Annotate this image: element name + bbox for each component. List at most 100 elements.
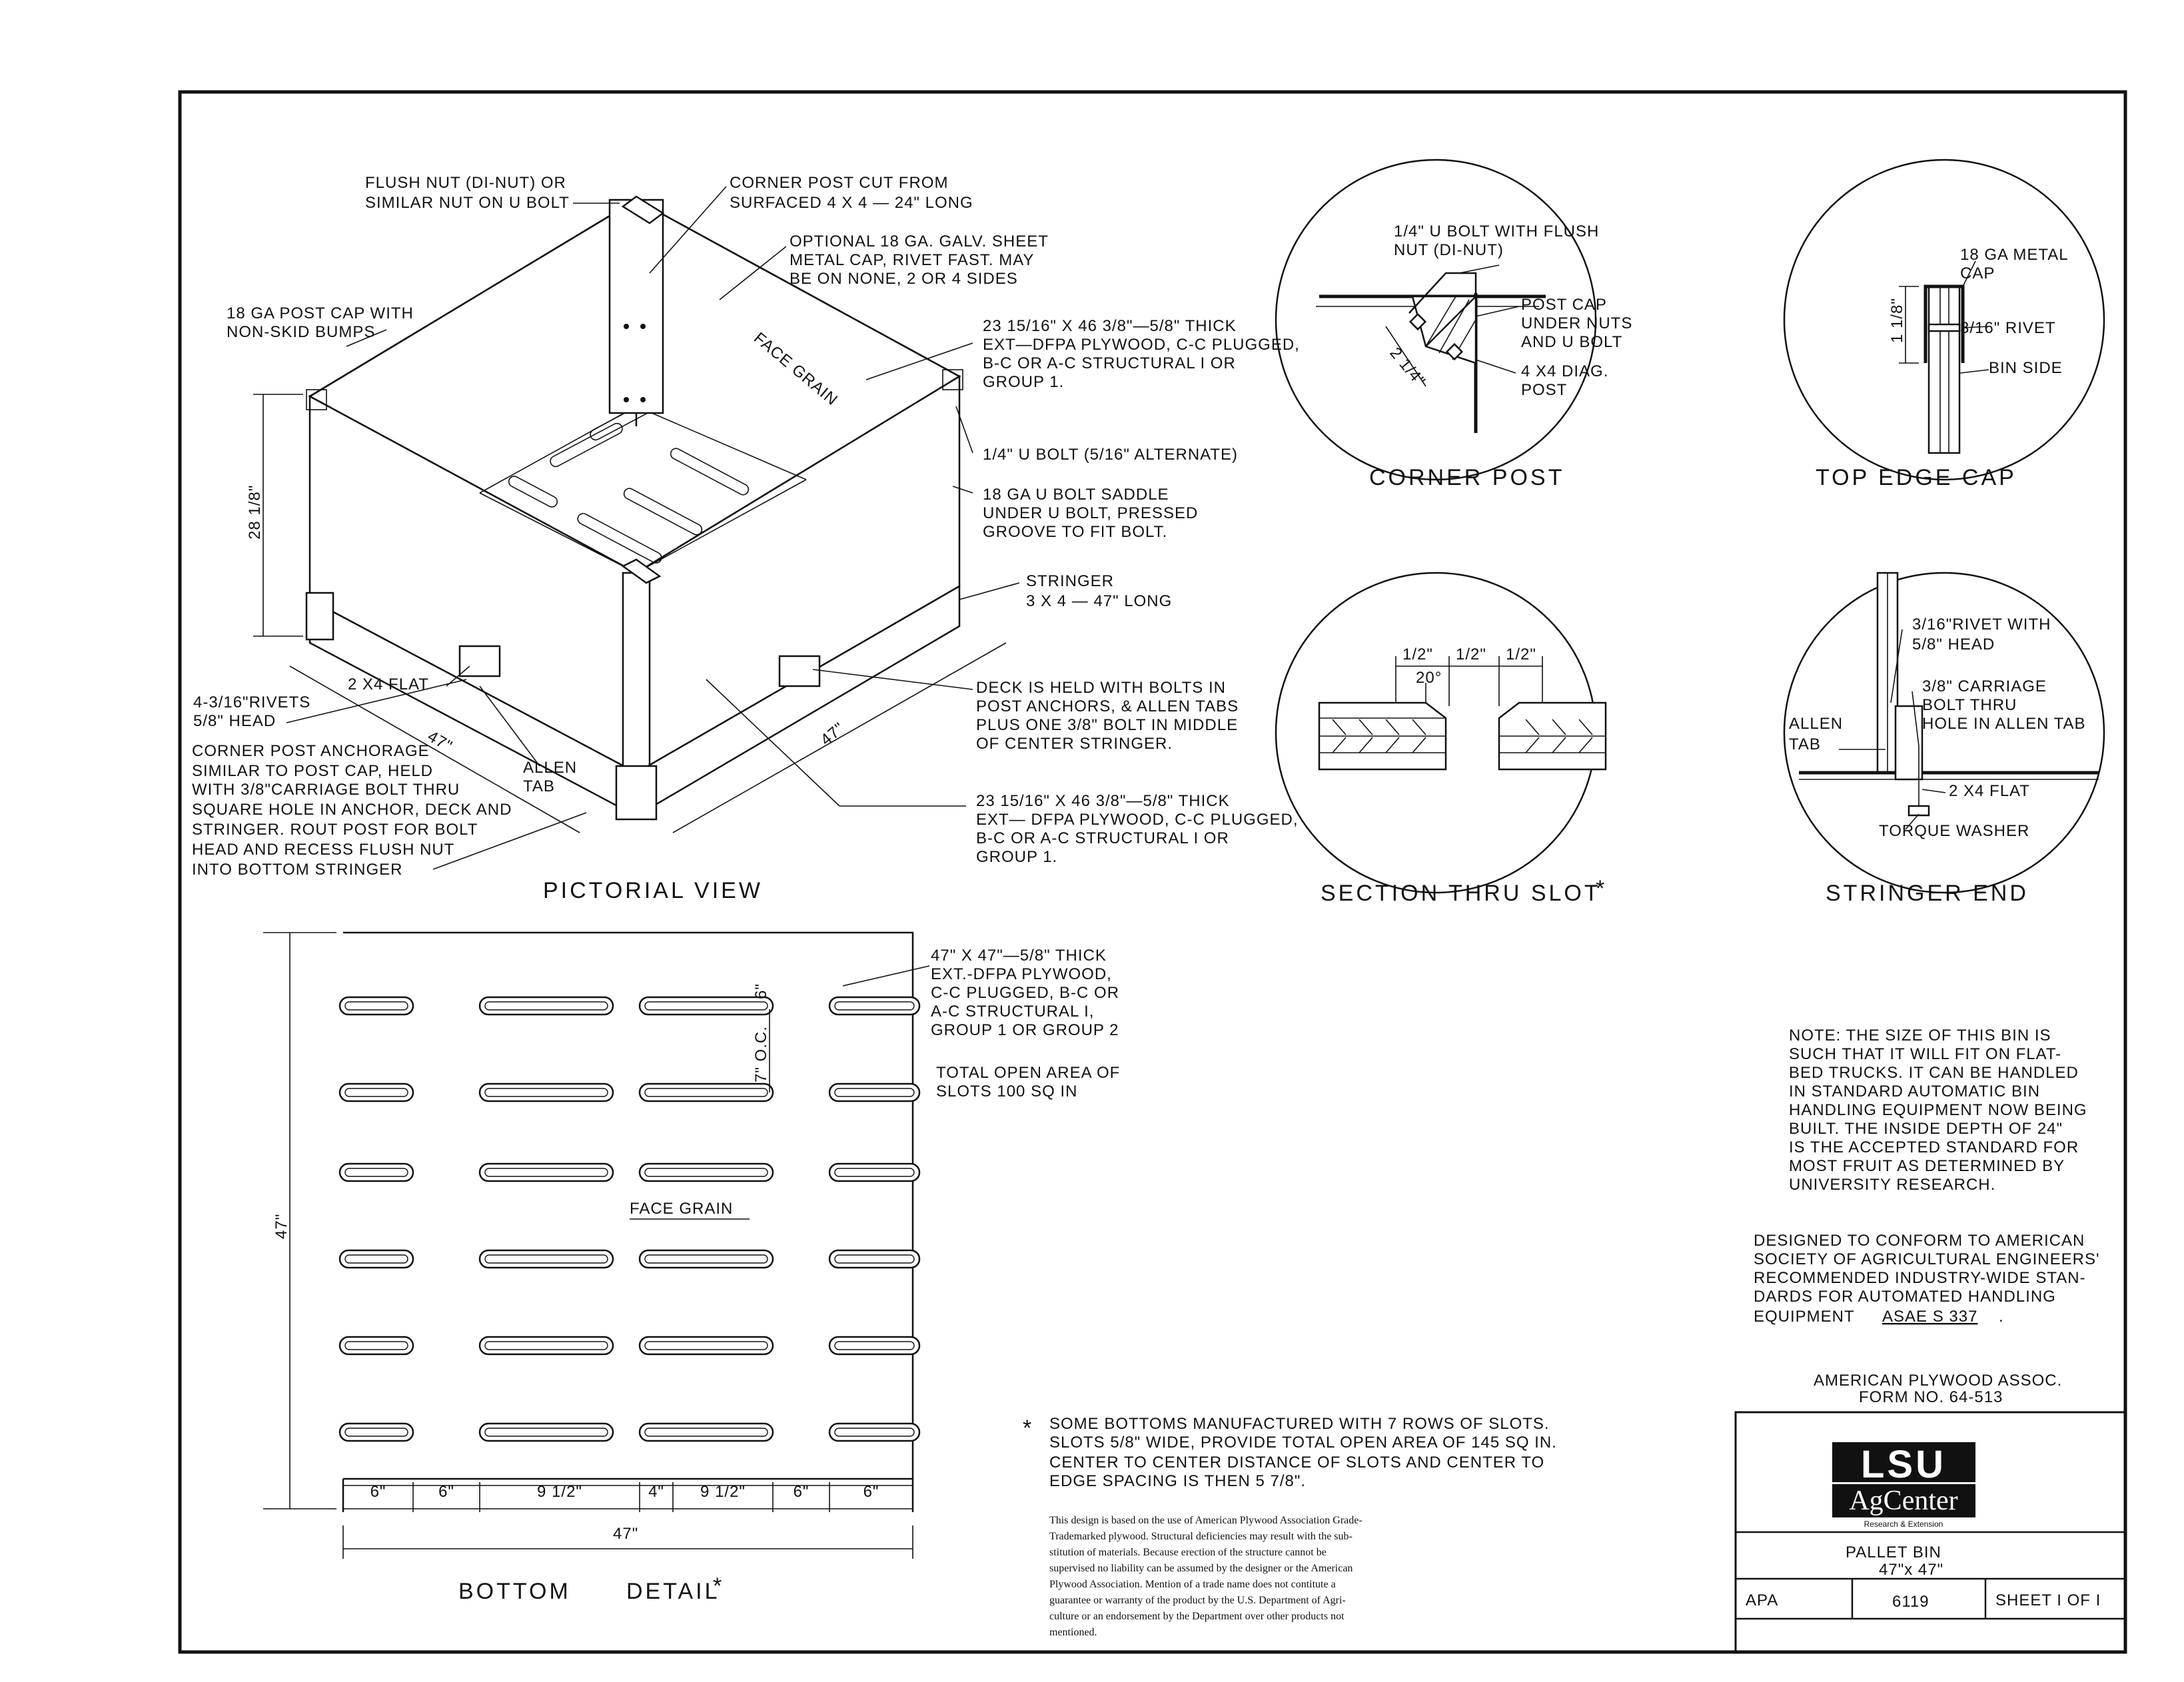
title-block-number: 6119 <box>1892 1593 1929 1611</box>
bottom-slot <box>828 1422 921 1442</box>
bottom-slot-inner <box>484 1254 608 1264</box>
bottom-slot <box>338 1082 414 1102</box>
bottom-slot-inner <box>484 1168 608 1177</box>
apa-form: AMERICAN PLYWOOD ASSOC. FORM NO. 64-513 <box>1814 1372 2067 1406</box>
bottom-slot-inner <box>344 1341 408 1350</box>
bottom-slot-inner <box>344 1168 408 1177</box>
slot-dim-2: 1/2" <box>1456 645 1486 663</box>
stringer-end-title: STRINGER END <box>1826 881 2029 906</box>
svg-text:Research & Extension: Research & Extension <box>1864 1519 1943 1529</box>
bottom-dim-left: 47" <box>273 1214 290 1239</box>
bottom-slot-inner <box>644 1088 768 1097</box>
bottom-slot <box>338 1336 414 1356</box>
label-2x4-flat: 2 X4 FLAT <box>348 675 429 693</box>
dim-height: 28 1/8" <box>246 485 264 540</box>
bottom-slot <box>638 1162 774 1182</box>
asae-period: . <box>1999 1308 2004 1326</box>
top-edge-cap-dim: 1 1/8" <box>1888 298 1906 343</box>
bin-drawing <box>305 195 963 821</box>
bottom-slot-inner <box>344 1428 408 1437</box>
bottom-slot-inner <box>834 1168 915 1177</box>
title-block-org: APA <box>1746 1591 1778 1609</box>
corner-post-dim: 2 1/4" <box>1386 344 1428 390</box>
bottom-title-star: * <box>713 1573 724 1599</box>
slot-note: SOME BOTTOMS MANUFACTURED WITH 7 ROWS OF… <box>1049 1415 1562 1490</box>
bottom-slot-inner <box>484 1088 608 1097</box>
bottom-slot <box>828 1336 921 1356</box>
bottom-dim-label: 9 1/2" <box>537 1483 582 1501</box>
bottom-slot-inner <box>834 1088 915 1097</box>
bottom-dim-label: 9 1/2" <box>700 1483 746 1501</box>
bottom-face-grain: FACE GRAIN <box>630 1200 733 1218</box>
title-block-title: PALLET BIN <box>1846 1543 1941 1561</box>
bottom-dim-label: 6" <box>370 1483 386 1501</box>
slot-angle: 20° <box>1416 669 1442 687</box>
corner-post-diag-label: 4 X4 DIAG.POST <box>1521 362 1608 399</box>
dimension-lines <box>253 394 1007 833</box>
asae-standard: ASAE S 337 <box>1882 1308 1977 1326</box>
bottom-slot-inner <box>344 1088 408 1097</box>
section-slot-detail: 1/2" 1/2" 1/2" 20° SECTION THRU SLOT * <box>1275 572 1607 906</box>
bottom-slot <box>338 1162 414 1182</box>
bottom-slot-inner <box>484 1001 608 1011</box>
bottom-slot-inner <box>484 1428 608 1437</box>
disclaimer: This design is based on the use of Ameri… <box>1049 1515 1365 1638</box>
bottom-dim-label: 4" <box>648 1483 664 1501</box>
bottom-slot <box>338 996 414 1016</box>
bottom-slot <box>478 996 614 1016</box>
bottom-slot <box>638 1422 774 1442</box>
bottom-slot-inner <box>834 1254 915 1264</box>
svg-text:LSU: LSU <box>1861 1443 1946 1486</box>
bottom-slot <box>828 1249 921 1269</box>
bottom-slot <box>478 1082 614 1102</box>
bottom-slot <box>478 1336 614 1356</box>
svg-text:AgCenter: AgCenter <box>1849 1485 1957 1516</box>
bottom-title-detail: DETAIL <box>626 1579 720 1604</box>
top-edge-cap-title: TOP EDGE CAP <box>1816 465 2017 490</box>
bottom-title: BOTTOM <box>458 1579 571 1604</box>
bottom-slot <box>638 1336 774 1356</box>
section-slot-star: * <box>1596 876 1607 901</box>
bottom-slot-inner <box>834 1001 915 1011</box>
bottom-slot <box>638 1082 774 1102</box>
pictorial-view-title: PICTORIAL VIEW <box>543 878 763 903</box>
bottom-slot-inner <box>344 1254 408 1264</box>
bottom-dim-label: 6" <box>863 1483 879 1501</box>
bottom-slot-inner <box>484 1341 608 1350</box>
slot-note-star: * <box>1023 1416 1034 1441</box>
bottom-dim-label: 6" <box>794 1483 810 1501</box>
slot-dim-1: 1/2" <box>1402 645 1433 663</box>
bottom-slot <box>478 1162 614 1182</box>
bottom-slot-inner <box>644 1428 768 1437</box>
sheet-border <box>178 90 2127 1654</box>
bottom-dimensions: 6"6"9 1/2"4"9 1/2"6"6" <box>342 1482 913 1512</box>
bottom-slot <box>338 1422 414 1442</box>
bottom-slot-inner <box>644 1341 768 1350</box>
bottom-slot <box>478 1422 614 1442</box>
top-edge-cap-bin-side: BIN SIDE <box>1989 359 2063 377</box>
label-face-grain: FACE GRAIN <box>750 329 841 410</box>
label-u-bolt: 1/4" U BOLT (5/16" ALTERNATE) <box>983 446 1238 464</box>
bottom-slot-inner <box>644 1168 768 1177</box>
